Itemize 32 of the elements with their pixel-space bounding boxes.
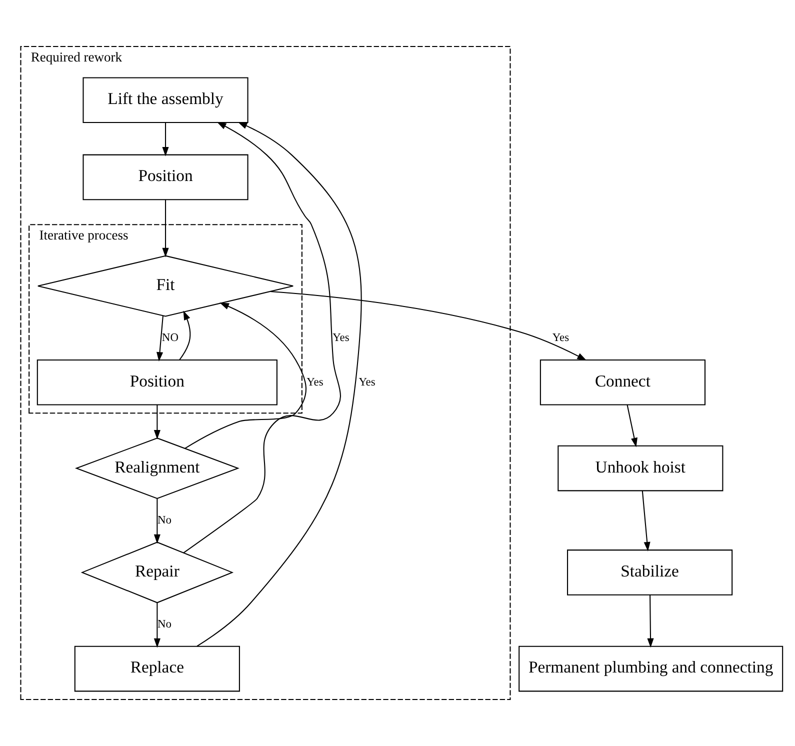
arrow [162,122,169,156]
node-box: Stabilize [567,550,733,596]
arrow [642,490,650,552]
arrow [626,404,638,448]
edge-label: No [157,618,172,630]
arrow [270,290,587,360]
node-box: Lift the assembly [82,77,248,124]
edge-label: Yes [306,376,324,388]
arrow [154,498,160,544]
edge-label: Yes [358,376,376,388]
node-box: Connect [540,359,706,406]
arrow [156,316,164,362]
node-box: Position [36,359,278,406]
edge-label: NO [162,332,178,344]
node-diamond: Repair [80,542,234,604]
arrow [196,122,362,647]
edge-label: Yes [552,332,570,344]
arrow [184,302,306,449]
node-diamond: Realignment [74,438,240,500]
edge-label: Yes [332,332,350,344]
arrow [162,200,169,258]
arrow [154,602,160,648]
arrow [154,405,160,440]
edge-label: No [157,514,172,526]
node-box: Unhook hoist [558,445,724,492]
arrow [183,122,341,554]
node-box: Permanent plumbing and connecting [518,646,784,692]
arrow [647,594,654,648]
node-diamond: Fit [37,255,294,317]
node-box: Position [82,154,248,200]
node-box: Replace [74,646,240,692]
arrow [179,310,191,360]
